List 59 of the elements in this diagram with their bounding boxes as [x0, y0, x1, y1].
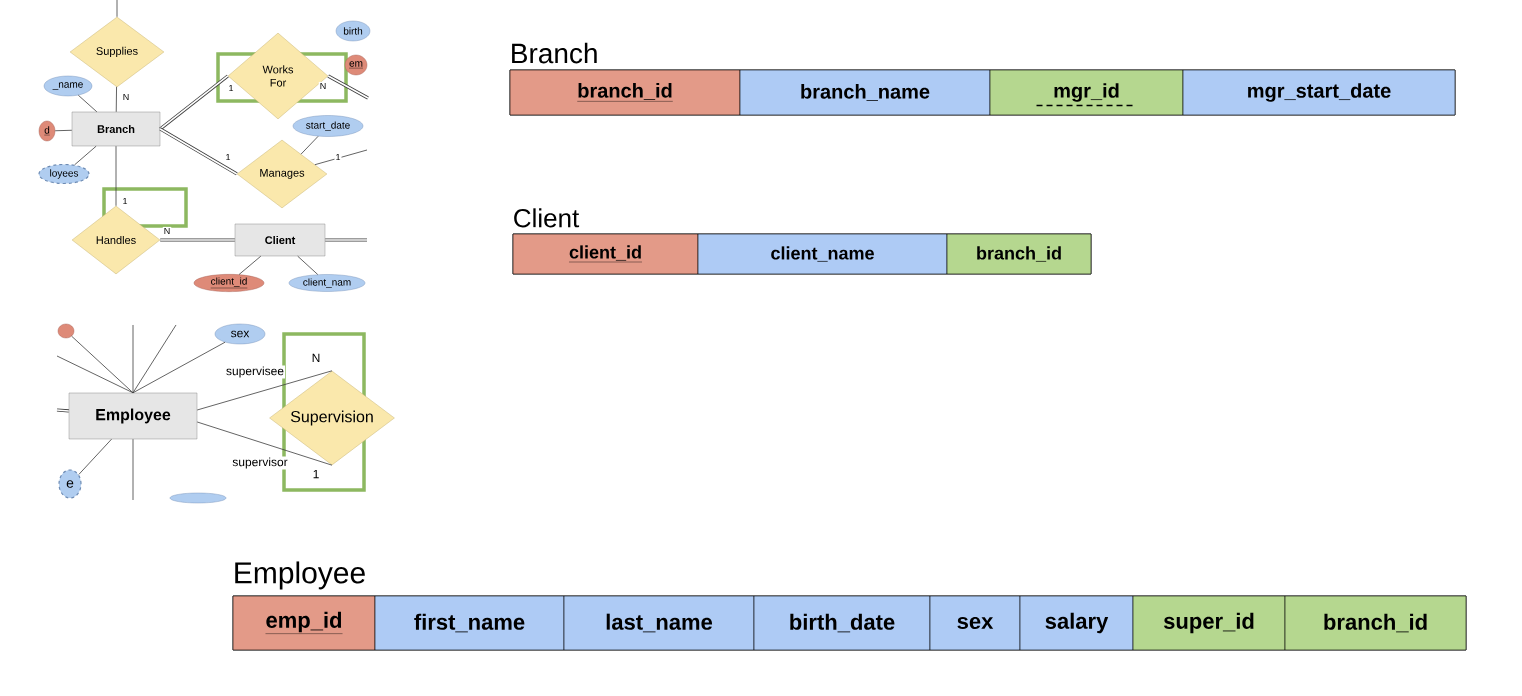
table-cell: first_name: [374, 595, 565, 651]
connector-line: [314, 149, 368, 166]
table-cell: client_id: [512, 233, 699, 275]
connector-line: [324, 238, 368, 242]
connector-line: [132, 324, 177, 394]
connector-line: [159, 238, 236, 242]
node-label: Branch: [512, 42, 597, 64]
edge-label: 1: [121, 196, 129, 206]
table-cell: client_name: [697, 233, 948, 275]
connector-line: [74, 145, 97, 166]
connector-line: [56, 355, 134, 394]
connector-line: [115, 145, 117, 207]
edge-label: 1: [227, 83, 235, 93]
connector-line: [78, 438, 112, 475]
connector-line: [159, 74, 229, 131]
table-cell: mgr_start_date: [1182, 69, 1456, 116]
edge-label: N: [121, 92, 131, 102]
connector-line: [54, 129, 73, 132]
connector-line: [327, 74, 369, 100]
table-cell: mgr_id: [989, 69, 1184, 116]
node-label: Client: [514, 208, 580, 228]
entity-box: Employee: [68, 392, 198, 440]
table-cell: emp_id: [232, 595, 376, 651]
table-cell: salary: [1019, 595, 1134, 651]
edge-label: 1: [224, 152, 232, 162]
entity-box: Branch: [71, 111, 161, 147]
cardinality-label: 1: [313, 469, 319, 479]
attribute-ellipse: [169, 492, 227, 504]
connector-line: [132, 438, 134, 501]
connector-line: [196, 370, 333, 411]
edge-label: supervisor: [231, 456, 289, 470]
connector-line: [71, 335, 134, 394]
connector-line: [132, 324, 134, 394]
edge-label: N: [318, 81, 328, 91]
connector-line: [300, 135, 319, 155]
connector-line: [238, 255, 262, 275]
connector-line: [56, 408, 70, 413]
table-cell: branch_id: [946, 233, 1092, 275]
key-attribute-ellipse: [57, 323, 75, 339]
table-cell: branch_id: [509, 69, 741, 116]
cardinality-label: N: [312, 353, 320, 363]
connector-line: [297, 255, 319, 275]
table-cell: birth_date: [753, 595, 931, 651]
connector-line: [77, 94, 98, 113]
connector-line: [159, 127, 238, 176]
edge-label: N: [162, 226, 172, 236]
table-cell: branch_name: [739, 69, 991, 116]
node-label: Employee: [235, 561, 365, 590]
table-cell: super_id: [1132, 595, 1286, 651]
entity-box: Client: [234, 223, 326, 257]
table-cell: branch_id: [1284, 595, 1467, 651]
connector-line: [196, 421, 333, 466]
connector-line: [115, 86, 117, 113]
edge-label: 1: [334, 152, 342, 162]
edge-label: supervisee: [225, 365, 285, 379]
connector-line: [132, 341, 226, 394]
table-cell: sex: [929, 595, 1021, 651]
connector-line: [116, 0, 118, 18]
table-cell: last_name: [563, 595, 755, 651]
